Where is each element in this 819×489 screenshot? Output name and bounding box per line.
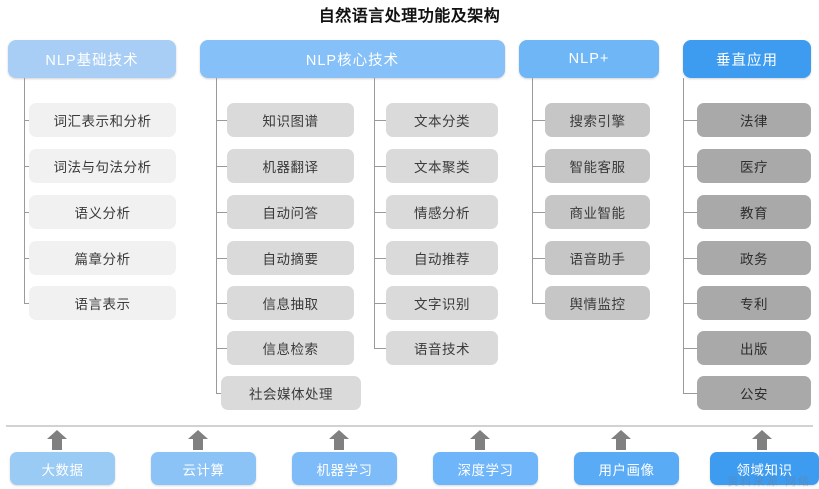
- watermark-text: 资料来源·网络: [727, 476, 811, 488]
- column-header-nlp-plus[interactable]: NLP+: [519, 40, 659, 78]
- node-item[interactable]: 法律: [697, 103, 811, 137]
- tree-stub: [532, 166, 546, 167]
- tree-stub: [683, 258, 697, 259]
- page-title: 自然语言处理功能及架构: [318, 8, 501, 25]
- node-item[interactable]: 医疗: [697, 149, 811, 183]
- tree-stub: [216, 120, 230, 121]
- tree-stub: [216, 258, 230, 259]
- up-arrow-icon: [751, 430, 773, 450]
- tree-stub: [374, 303, 388, 304]
- node-item[interactable]: 社会媒体处理: [221, 376, 361, 410]
- node-item[interactable]: 情感分析: [386, 195, 498, 229]
- node-item[interactable]: 专利: [697, 286, 811, 320]
- tree-stub: [374, 120, 388, 121]
- tree-stub: [374, 166, 388, 167]
- node-item[interactable]: 篇章分析: [29, 241, 176, 275]
- foundation-item[interactable]: 云计算: [151, 452, 256, 485]
- column-header-nlp-basic[interactable]: NLP基础技术: [8, 40, 176, 78]
- tree-stub: [683, 120, 697, 121]
- foundation-item[interactable]: 深度学习: [433, 452, 538, 485]
- tree-stub: [683, 393, 697, 394]
- node-item[interactable]: 舆情监控: [545, 286, 650, 320]
- tree-stub: [683, 166, 697, 167]
- tree-stub: [216, 303, 230, 304]
- tree-trunk-nlp-plus: [532, 78, 533, 303]
- up-arrow-icon: [610, 430, 632, 450]
- column-header-nlp-core[interactable]: NLP核心技术: [200, 40, 505, 78]
- node-item[interactable]: 文本分类: [386, 103, 498, 137]
- tree-stub: [216, 348, 230, 349]
- foundation-item[interactable]: 机器学习: [292, 452, 397, 485]
- node-item[interactable]: 语音助手: [545, 241, 650, 275]
- foundation-item[interactable]: 大数据: [10, 452, 115, 485]
- tree-stub: [216, 212, 230, 213]
- node-item[interactable]: 教育: [697, 195, 811, 229]
- foundation-item[interactable]: 领域知识: [710, 452, 819, 485]
- up-arrow-icon: [469, 430, 491, 450]
- tree-stub: [532, 212, 546, 213]
- node-item[interactable]: 文本聚类: [386, 149, 498, 183]
- tree-trunk-vertical-apps: [683, 78, 684, 393]
- tree-stub: [374, 348, 388, 349]
- tree-stub: [216, 166, 230, 167]
- node-item[interactable]: 知识图谱: [227, 103, 354, 137]
- section-divider: [6, 425, 813, 427]
- tree-stub: [374, 212, 388, 213]
- column-header-vertical-apps[interactable]: 垂直应用: [683, 40, 811, 78]
- node-item[interactable]: 词法与句法分析: [29, 149, 176, 183]
- tree-stub: [374, 258, 388, 259]
- node-item[interactable]: 政务: [697, 241, 811, 275]
- node-item[interactable]: 自动推荐: [386, 241, 498, 275]
- node-item[interactable]: 信息抽取: [227, 286, 354, 320]
- node-item[interactable]: 出版: [697, 331, 811, 365]
- tree-trunk-core-a: [216, 78, 217, 393]
- tree-stub: [683, 212, 697, 213]
- tree-stub: [683, 348, 697, 349]
- tree-trunk-nlp-basic: [24, 78, 25, 303]
- up-arrow-icon: [46, 430, 68, 450]
- node-item[interactable]: 自动问答: [227, 195, 354, 229]
- node-item[interactable]: 语义分析: [29, 195, 176, 229]
- node-item[interactable]: 语音技术: [386, 331, 498, 365]
- node-item[interactable]: 语言表示: [29, 286, 176, 320]
- tree-stub: [683, 303, 697, 304]
- tree-stub: [532, 258, 546, 259]
- node-item[interactable]: 词汇表示和分析: [29, 103, 176, 137]
- up-arrow-icon: [328, 430, 350, 450]
- node-item[interactable]: 机器翻译: [227, 149, 354, 183]
- node-item[interactable]: 公安: [697, 376, 811, 410]
- node-item[interactable]: 信息检索: [227, 331, 354, 365]
- foundation-item[interactable]: 用户画像: [574, 452, 679, 485]
- node-item[interactable]: 商业智能: [545, 195, 650, 229]
- node-item[interactable]: 搜索引擎: [545, 103, 650, 137]
- tree-stub: [532, 303, 546, 304]
- up-arrow-icon: [187, 430, 209, 450]
- node-item[interactable]: 自动摘要: [227, 241, 354, 275]
- tree-stub: [532, 120, 546, 121]
- tree-trunk-core-b: [374, 78, 375, 348]
- node-item[interactable]: 智能客服: [545, 149, 650, 183]
- node-item[interactable]: 文字识别: [386, 286, 498, 320]
